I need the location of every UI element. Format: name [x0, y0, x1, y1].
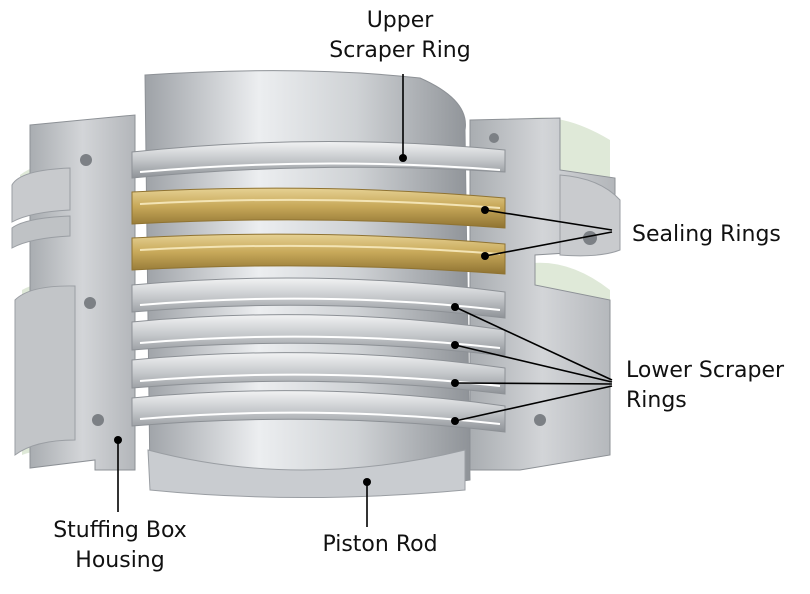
housing-right-wall — [469, 117, 621, 471]
leader-lower-1 — [454, 306, 613, 381]
leader-sealing-1 — [484, 209, 613, 231]
label-stuffing-box-housing: Stuffing Box Housing — [53, 518, 187, 573]
housing-left-wall — [11, 114, 136, 471]
leader-lines — [117, 74, 613, 527]
label-sealing-rings: Sealing Rings — [632, 222, 781, 247]
leader-lower-2 — [454, 344, 613, 383]
leader-lower-4 — [454, 385, 613, 422]
leader-sealing-2 — [484, 231, 613, 257]
label-piston-rod: Piston Rod — [322, 532, 438, 557]
leader-dots — [114, 154, 489, 486]
sealing-rings — [131, 187, 506, 275]
lower-scraper-rings — [131, 277, 506, 433]
upper-scraper-ring — [131, 140, 506, 179]
leader-lower-3 — [454, 382, 613, 385]
label-lower-scraper-rings: Lower Scraper Rings — [626, 358, 785, 413]
label-upper-scraper-ring: Upper Scraper Ring — [329, 8, 471, 63]
